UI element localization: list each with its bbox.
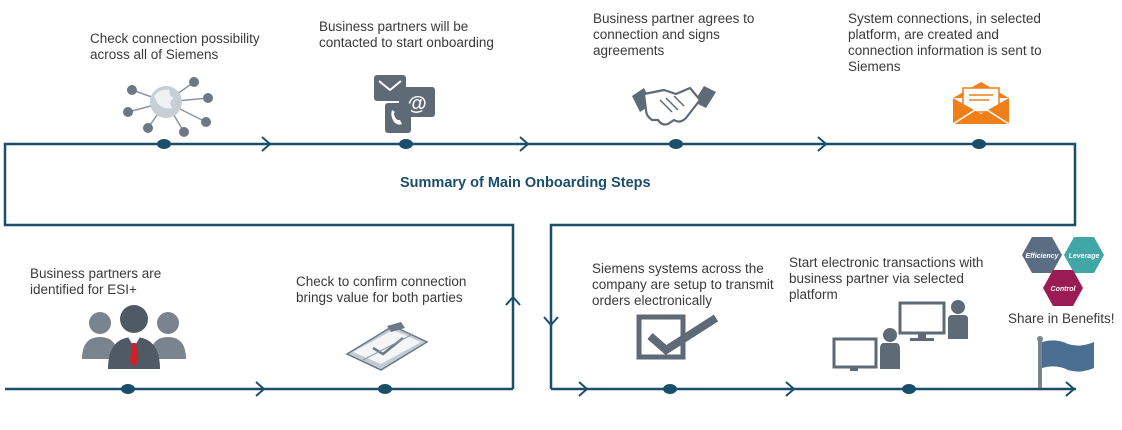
- arrow-down: [543, 316, 559, 327]
- hexagon-label-leverage: Leverage: [1069, 253, 1100, 260]
- arrow-bottom-1: [255, 381, 266, 397]
- contact-icon: @: [374, 75, 435, 133]
- flag-icon: [1037, 336, 1094, 388]
- step-text-agree-sign: Business partner agrees to connection an…: [593, 11, 755, 58]
- step-text-identify-partners: Business partners are identified for ESI…: [30, 266, 162, 297]
- globe-network-icon: [123, 77, 213, 137]
- clipboard-check-icon: [345, 322, 429, 371]
- handshake-icon: [632, 86, 716, 126]
- arrow-bottom-end: [1065, 381, 1076, 397]
- hexagon-label-efficiency: Efficiency: [1026, 253, 1060, 260]
- arrow-bottom-2: [578, 381, 589, 397]
- benefit-hexagons-icon: Efficiency Leverage Control: [1022, 237, 1104, 306]
- people-icon: [82, 305, 186, 369]
- arrow-top-3: [817, 136, 828, 152]
- checkbox-icon: [636, 314, 719, 360]
- hexagon-leverage: [1064, 237, 1104, 273]
- step-text-confirm-value: Check to confirm connection brings value…: [296, 274, 467, 305]
- share-in-benefits-label: Share in Benefits!: [1008, 311, 1115, 326]
- arrow-top-2: [519, 136, 530, 152]
- hexagon-label-control: Control: [1051, 286, 1077, 293]
- step-dot: [121, 384, 135, 394]
- top-frame: [3, 142, 1077, 389]
- svg-text:@: @: [407, 93, 427, 115]
- step-text-check-connection: Check connection possibility across all …: [90, 31, 260, 62]
- diagram-title: Summary of Main Onboarding Steps: [400, 175, 651, 191]
- hexagon-efficiency: [1022, 237, 1062, 273]
- arrow-up: [505, 295, 521, 306]
- step-text-setup-systems: Siemens systems across the company are s…: [592, 261, 774, 308]
- step-dot: [972, 139, 986, 149]
- envelope-icon: [952, 82, 1010, 125]
- step-dot: [669, 139, 683, 149]
- step-dot: [663, 384, 677, 394]
- hexagon-control: [1043, 270, 1083, 306]
- step-dot: [157, 139, 171, 149]
- step-dot: [902, 384, 916, 394]
- step-text-contact-partners: Business partners will be contacted to s…: [319, 19, 494, 50]
- arrow-bottom-3: [785, 381, 796, 397]
- step-dot: [378, 384, 392, 394]
- step-dot: [399, 139, 413, 149]
- computers-icon: [832, 300, 968, 371]
- step-text-start-transactions: Start electronic transactions with busin…: [789, 255, 984, 302]
- arrow-top-1: [261, 136, 272, 152]
- step-text-system-connections: System connections, in selected platform…: [848, 11, 1042, 74]
